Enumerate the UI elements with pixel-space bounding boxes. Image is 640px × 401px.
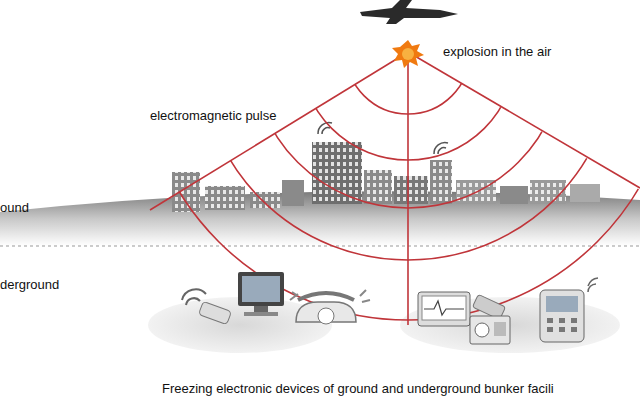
ground-divider xyxy=(0,246,640,247)
jet xyxy=(360,0,458,24)
signal-icons xyxy=(318,123,448,154)
layer-label: ound xyxy=(0,200,29,215)
devices xyxy=(182,272,598,344)
explosion-label: explosion in the air xyxy=(443,44,551,59)
layer-label: derground xyxy=(0,277,59,292)
explosion xyxy=(392,40,424,68)
buildings xyxy=(172,142,600,212)
caption: Freezing electronic devices of ground an… xyxy=(162,381,554,396)
pulse-label: electromagnetic pulse xyxy=(150,108,276,123)
pulse-waves xyxy=(140,0,640,325)
